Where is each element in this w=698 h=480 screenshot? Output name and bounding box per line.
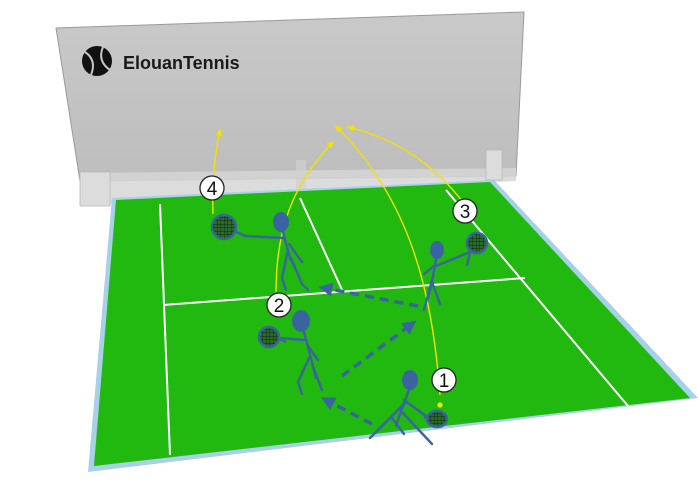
brand-logo: ElouanTennis (82, 46, 240, 76)
racquet-icon-position-1 (423, 409, 449, 429)
player-position-2 (278, 310, 324, 396)
step-markers: 1 2 3 4 (199, 175, 478, 393)
wall-panel (55, 11, 525, 182)
singles-sideline-left (159, 203, 171, 456)
movement-arrows (318, 282, 419, 426)
step-number-1: 1 (439, 371, 450, 392)
ball-paths (212, 124, 471, 396)
wall-post-left (79, 171, 111, 207)
step-marker-2: 2 (266, 292, 292, 318)
racquet-icon-position-2 (257, 325, 287, 349)
wall-post-right (485, 149, 503, 181)
center-service-line (299, 197, 344, 293)
players (242, 212, 472, 446)
step-marker-4: 4 (199, 175, 225, 201)
player-position-1 (368, 370, 434, 446)
racquet-icon-position-4 (210, 213, 247, 241)
ball-path-3 (346, 125, 471, 213)
step-marker-1: 1 (431, 367, 457, 393)
wall-post-mid (296, 160, 306, 190)
racquet-icon-position-3 (465, 231, 489, 267)
player-position-3 (422, 241, 472, 312)
ball-path-2 (275, 140, 335, 293)
player-position-4 (242, 212, 310, 292)
racquets (210, 213, 489, 429)
step-marker-3: 3 (452, 198, 478, 224)
brand-name: ElouanTennis (123, 53, 240, 73)
tennis-ball-icon-start (437, 402, 443, 408)
movement-arrow-1-to-2 (321, 397, 373, 426)
tennis-ball-icon (82, 46, 112, 76)
movement-arrow-3-to-4 (318, 282, 419, 308)
court-surface (94, 182, 690, 466)
ball-path-4 (212, 128, 223, 215)
practice-wall (55, 11, 525, 207)
step-number-4: 4 (207, 179, 218, 200)
tennis-court (88, 180, 698, 472)
step-number-2: 2 (274, 296, 285, 317)
ball-path-1 (334, 124, 441, 396)
singles-sideline-right (445, 189, 629, 407)
step-number-3: 3 (460, 202, 471, 223)
